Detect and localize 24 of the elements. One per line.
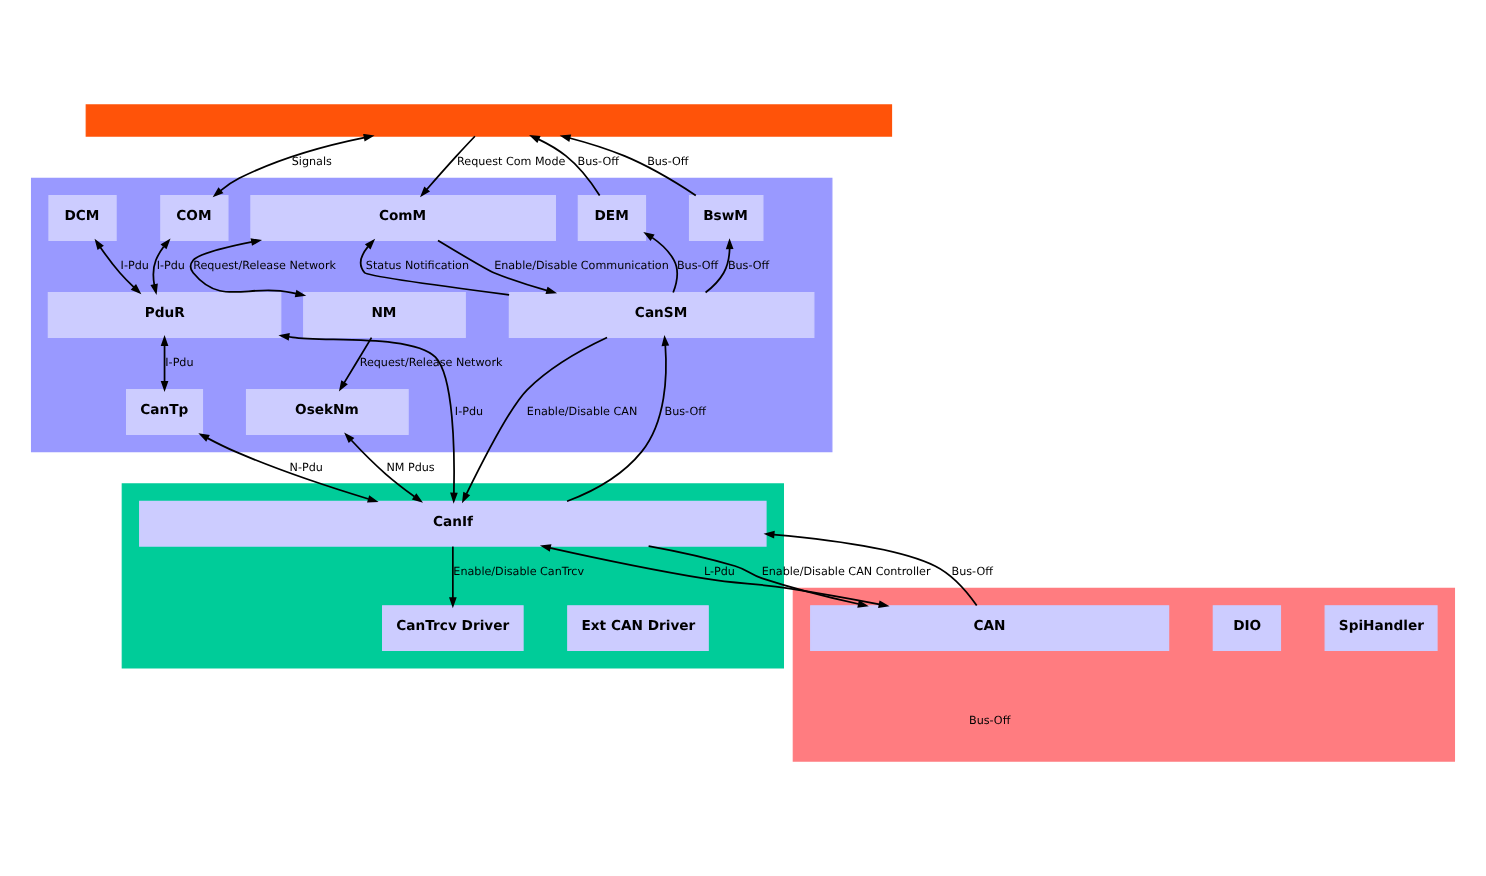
arrow <box>704 238 734 294</box>
arrow <box>647 545 869 608</box>
arrow <box>344 432 424 503</box>
cluster <box>30 177 833 453</box>
node-bar <box>85 104 893 137</box>
arrow <box>437 239 558 295</box>
arrow <box>160 335 169 392</box>
arrow <box>449 545 457 609</box>
arrow <box>420 135 476 198</box>
arrow <box>278 333 458 504</box>
arrow <box>94 238 142 295</box>
cluster <box>792 587 1456 762</box>
arrow <box>189 238 307 298</box>
arrow <box>461 336 608 504</box>
arrow <box>359 238 510 296</box>
arrow <box>338 336 373 392</box>
arrow <box>559 134 697 197</box>
arrow <box>539 544 890 608</box>
arrow <box>643 231 679 294</box>
arrow <box>763 530 978 607</box>
arrow <box>212 133 375 198</box>
arrow <box>529 134 601 197</box>
arrow <box>150 238 171 295</box>
arrow <box>198 433 379 503</box>
